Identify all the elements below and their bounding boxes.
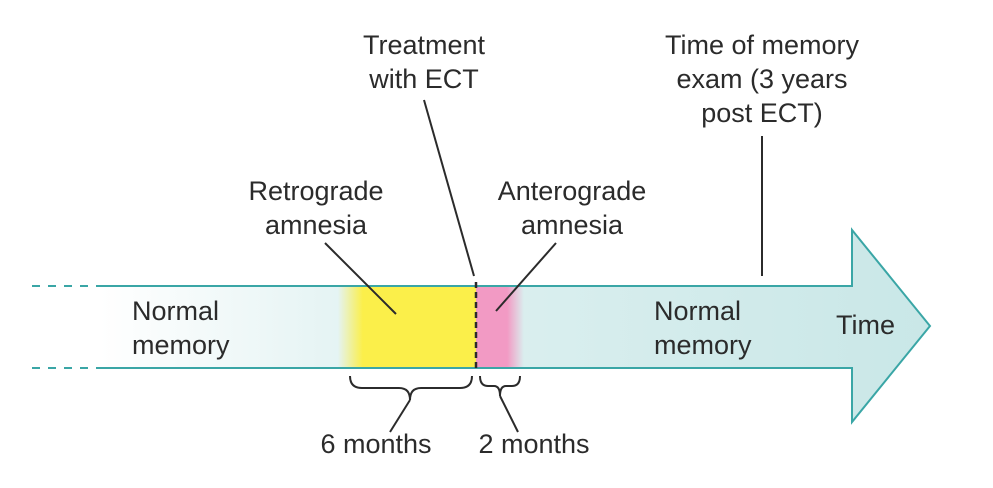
normal-memory-left-line1: Normal [132, 296, 220, 326]
anterograde-duration-leader [499, 395, 519, 433]
anterograde-region [476, 287, 524, 367]
retrograde-region [338, 287, 476, 367]
normal-memory-right-line2: memory [654, 330, 752, 360]
treatment-label-line1: Treatment [362, 30, 486, 60]
retrograde-duration-leader [389, 399, 411, 433]
treatment-leader-line [423, 99, 475, 277]
retrograde-label: Retrograde amnesia [226, 174, 406, 242]
normal-memory-right-line1: Normal [654, 296, 742, 326]
anterograde-label-line1: Anterograde [497, 176, 647, 206]
retrograde-duration-brace [349, 375, 473, 401]
retrograde-label-line1: Retrograde [248, 176, 384, 206]
retrograde-label-line2: amnesia [264, 210, 368, 240]
normal-memory-right-label: Normal memory [654, 294, 752, 362]
exam-label-line1: Time of memory [664, 30, 860, 60]
anterograde-duration-brace [479, 375, 521, 397]
anterograde-label-line2: amnesia [520, 210, 624, 240]
timeline-arrow-outline [100, 227, 932, 425]
exam-label: Time of memory exam (3 years post ECT) [652, 28, 872, 130]
treatment-label-line2: with ECT [369, 64, 479, 94]
duration-retrograde-label: 6 months [320, 429, 432, 459]
exam-label-line3: post ECT) [701, 98, 823, 128]
normal-memory-left-line2: memory [132, 330, 230, 360]
exam-label-line2: exam (3 years [676, 64, 848, 94]
treatment-label: Treatment with ECT [334, 28, 514, 96]
retrograde-leader-line [324, 242, 397, 315]
anterograde-leader-line [495, 242, 557, 312]
anterograde-label: Anterograde amnesia [482, 174, 662, 242]
duration-anterograde-label: 2 months [478, 429, 590, 459]
normal-memory-left-label: Normal memory [132, 294, 230, 362]
time-label: Time [836, 310, 895, 340]
